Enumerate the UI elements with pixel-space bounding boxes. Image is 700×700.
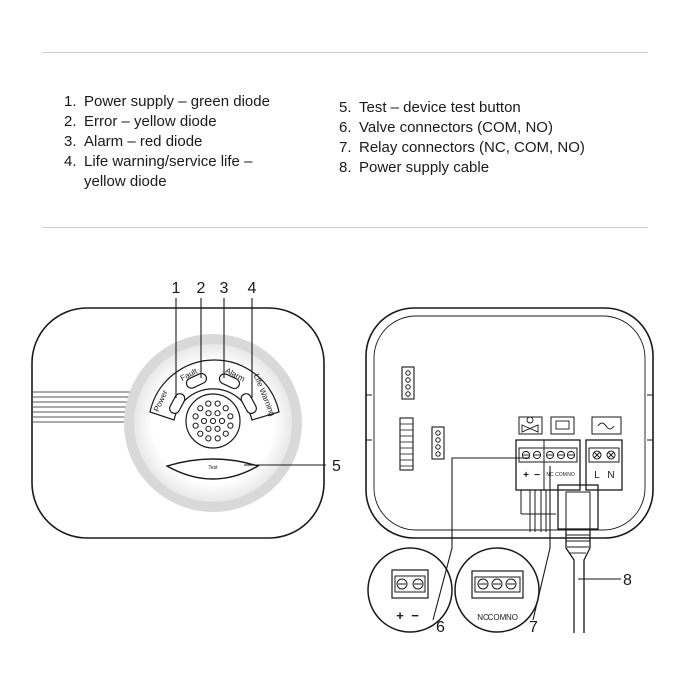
detail-minus-label: −	[411, 608, 419, 623]
bottom-divider	[42, 227, 648, 228]
detail-no-label: NO	[506, 613, 518, 622]
buzzer-hole	[214, 400, 221, 407]
led-life-warning	[240, 393, 257, 415]
legend-number: 3.	[64, 133, 77, 150]
back-n-label: N	[607, 470, 614, 481]
legend-item-6: 6. Valve connectors (COM, NO)	[339, 118, 585, 138]
legend-item-7: 7. Relay connectors (NC, COM, NO)	[339, 138, 585, 158]
detail-plus-label: +	[396, 608, 404, 623]
callout-5: 5	[332, 458, 341, 475]
legend-number: 5.	[339, 99, 352, 116]
callout-lines-front	[175, 298, 326, 466]
power-supply-cable	[565, 529, 591, 633]
buzzer-hole	[214, 410, 221, 417]
buzzer-hole	[209, 417, 217, 425]
buzzer-hole	[197, 430, 204, 437]
buzzer-hole	[192, 413, 199, 420]
test-button[interactable]	[165, 458, 260, 480]
buzzer-hole	[227, 422, 234, 429]
buzzer-hole	[214, 435, 221, 442]
buzzer-hole	[222, 405, 229, 412]
buzzer-hole	[197, 405, 204, 412]
legend-list-right: 5. Test – device test button 6. Valve conn…	[339, 98, 585, 178]
legend-number: 2.	[64, 113, 77, 130]
buzzer-hole	[227, 413, 234, 420]
test-button-label: Test	[208, 465, 218, 471]
legend-text: Test – device test button	[359, 99, 521, 116]
legend-item-3: 3. Alarm – red diode	[64, 132, 270, 152]
callout-1: 1	[172, 280, 181, 297]
buzzer-hole	[218, 417, 226, 425]
legend-number: 8.	[339, 159, 352, 176]
legend-list-left: 1. Power supply – green diode 2. Error – y…	[64, 92, 270, 192]
back-l-label: L	[594, 470, 600, 481]
back-no-label: NO	[567, 472, 575, 478]
back-view	[365, 307, 654, 633]
legend-item-2: 2. Error – yellow diode	[64, 112, 270, 132]
buzzer-hole	[205, 400, 212, 407]
valve-connector-detail	[367, 547, 453, 633]
callout-7: 7	[529, 619, 538, 636]
legend-text: Relay connectors (NC, COM, NO)	[359, 139, 585, 156]
legend-number: 6.	[339, 119, 352, 136]
front-view: Power Fault Alarm Life Warning Test 1 2 …	[31, 280, 341, 539]
front-vent-grille	[32, 391, 140, 423]
dip-switch-block	[399, 417, 414, 471]
buzzer-hole	[205, 435, 212, 442]
buzzer-hole	[205, 410, 212, 417]
legend-number: 1.	[64, 93, 77, 110]
buzzer-hole	[192, 422, 199, 429]
detail-nc-label: NC	[477, 613, 489, 622]
ac-symbol-box	[591, 416, 622, 435]
back-com-label: COM	[555, 472, 567, 478]
legend-item-1: 1. Power supply – green diode	[64, 92, 270, 112]
callout-3: 3	[220, 280, 229, 297]
valve-wires	[520, 490, 556, 532]
back-inner-frame	[373, 315, 646, 531]
callout-2: 2	[197, 280, 206, 297]
callout-4: 4	[248, 280, 257, 297]
detail-com-label: COM	[488, 613, 507, 622]
buzzer-grille	[185, 393, 241, 449]
buzzer-holes	[192, 400, 234, 442]
callout-lines-back	[432, 457, 621, 621]
buzzer-hole	[214, 425, 221, 432]
legend-item-4: 4. Life warning/service life – yellow dio…	[64, 152, 270, 192]
back-housing	[365, 307, 654, 539]
legend-item-8: 8. Power supply cable	[339, 158, 585, 178]
legend-text: Life warning/service life – yellow diode	[84, 153, 253, 190]
relay-symbol-box	[550, 416, 575, 435]
callout-8: 8	[623, 572, 632, 589]
low-voltage-screws	[521, 450, 576, 460]
legend-text: Alarm – red diode	[84, 133, 203, 150]
led-power	[169, 393, 186, 415]
legend-number: 7.	[339, 139, 352, 156]
back-minus-label: −	[534, 470, 540, 481]
buzzer-hole	[222, 430, 229, 437]
buzzer-hole	[200, 417, 208, 425]
pin-header-lower	[431, 426, 445, 460]
relay-connector-detail	[454, 547, 540, 633]
top-divider	[42, 52, 648, 53]
back-plus-label: +	[523, 470, 529, 481]
legend-text: Power supply cable	[359, 159, 490, 176]
legend-text: Power supply – green diode	[84, 93, 270, 110]
pin-header-upper	[401, 366, 415, 400]
callout-6: 6	[436, 619, 445, 636]
legend-text: Valve connectors (COM, NO)	[359, 119, 553, 136]
legend-text: Error – yellow diode	[84, 113, 217, 130]
legend-item-5: 5. Test – device test button	[339, 98, 585, 118]
legend-number: 4.	[64, 153, 77, 170]
buzzer-hole	[205, 425, 212, 432]
mains-screws	[592, 450, 616, 460]
